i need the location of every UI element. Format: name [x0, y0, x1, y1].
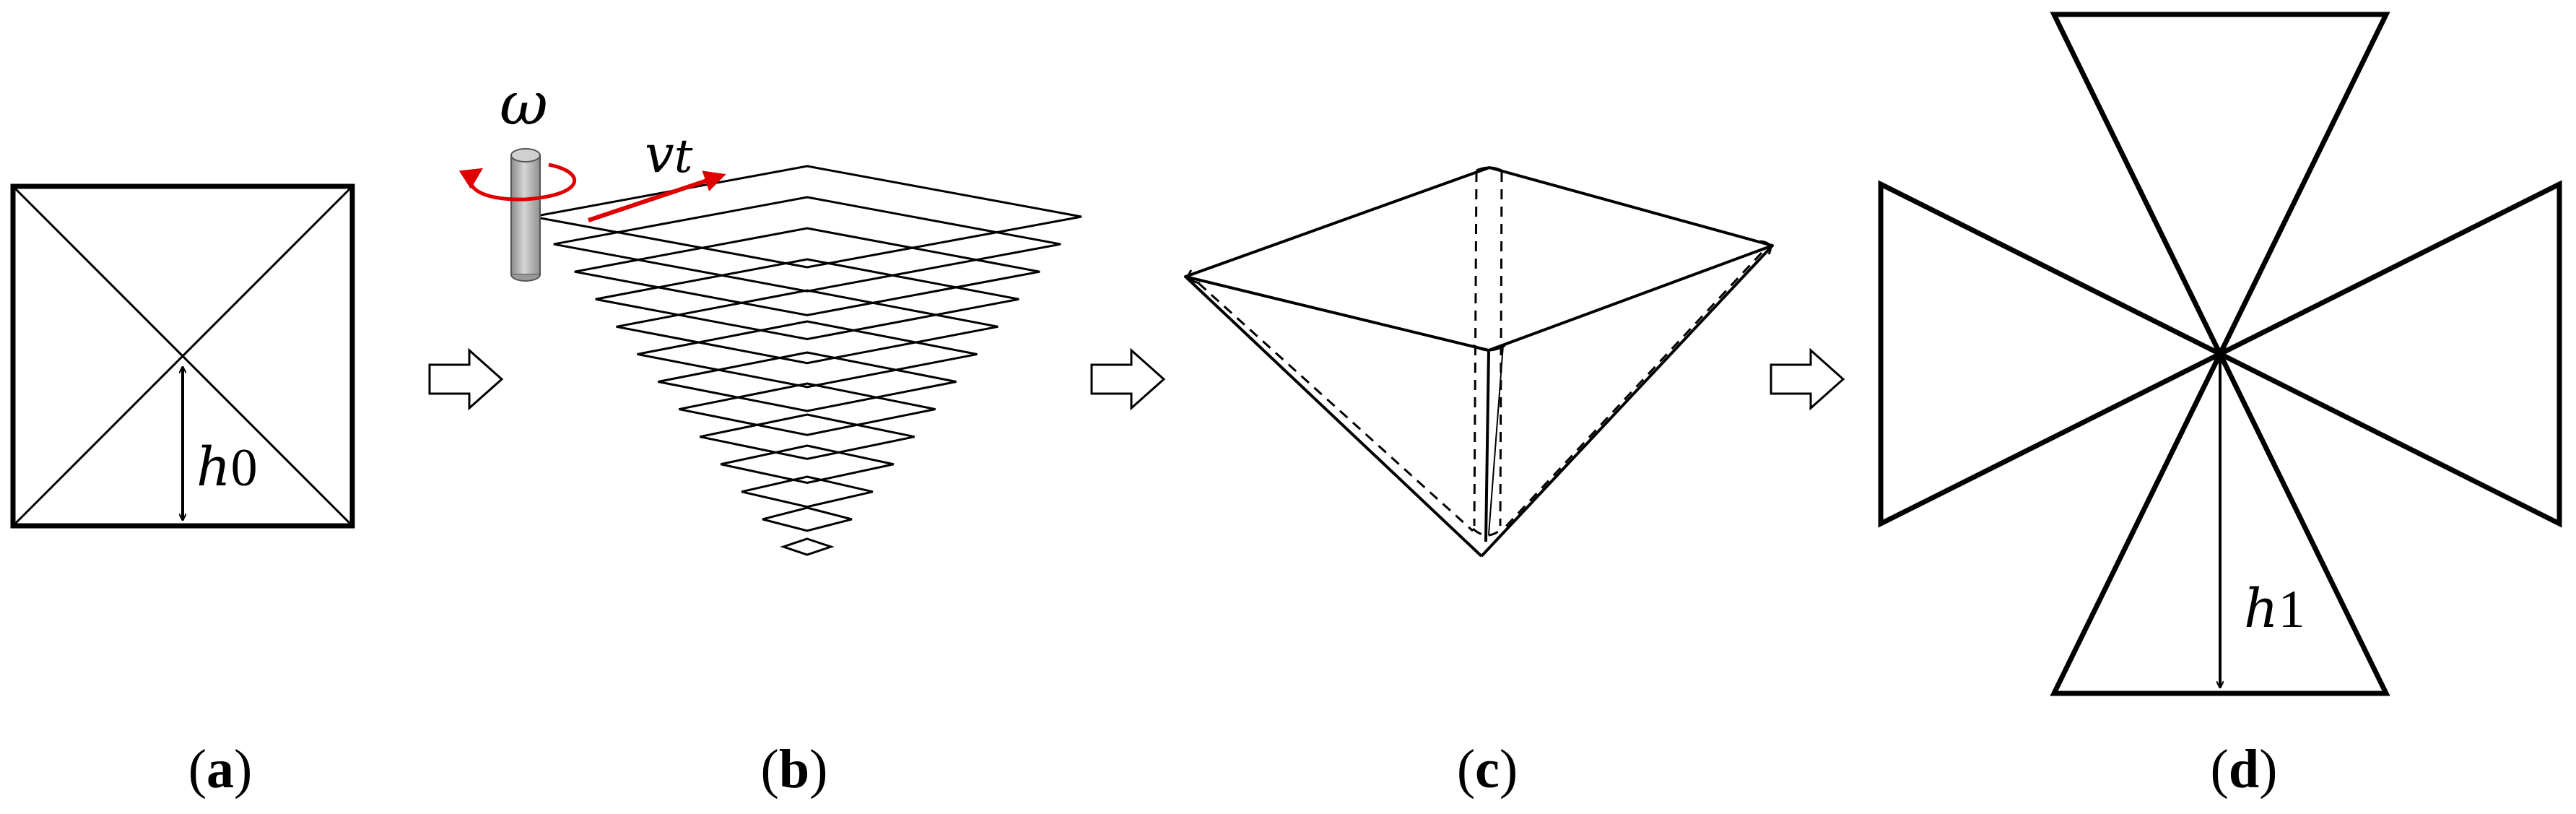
diagonal-line [12, 185, 354, 527]
height-h0-label: h0 [196, 436, 258, 498]
feed-velocity-label: vt [645, 124, 693, 184]
toolpath-contour [595, 258, 1019, 341]
caption-a: (a) [188, 739, 253, 800]
pyramid-edge [1480, 244, 1774, 558]
left-triangle [1878, 180, 2226, 528]
toolpath-contour [532, 165, 1082, 269]
caption-d: (d) [2211, 739, 2278, 800]
panel-c [1184, 166, 1774, 558]
toolpath-contour [637, 320, 978, 389]
pyramid-edge [1484, 350, 1490, 542]
toolpath-contour [679, 382, 936, 436]
toolpath-contour [574, 227, 1040, 316]
panel-b: ω vt [458, 70, 1082, 556]
step-arrow-icon [428, 347, 504, 411]
feed-velocity-arrow [588, 170, 726, 222]
toolpath-contour [553, 196, 1061, 293]
bottom-triangle [2050, 348, 2390, 696]
top-triangle [2050, 12, 2390, 360]
panel-a: h0 [10, 183, 355, 529]
hidden-edges [1197, 171, 1763, 537]
toolpath-contours [532, 165, 1082, 556]
toolpath-contour [616, 289, 998, 365]
pyramid-edge [1488, 345, 1504, 535]
step-arrow-icon [1090, 347, 1166, 411]
panel-d [1878, 12, 2562, 696]
right-triangle [2214, 180, 2562, 528]
toolpath-contour [762, 506, 853, 532]
square-sheet [10, 183, 355, 529]
rotation-arrow-icon [458, 163, 577, 202]
caption-b: (b) [761, 739, 828, 800]
caption-c: (c) [1457, 739, 1518, 800]
forming-tool-icon [510, 148, 541, 282]
omega-label: ω [500, 70, 548, 139]
pyramid-rim [1184, 166, 1774, 352]
step-arrow-icon [1770, 347, 1845, 411]
pyramid-edge [1184, 275, 1483, 558]
height-h1-label: h1 [2244, 578, 2305, 640]
toolpath-contour [700, 413, 915, 460]
toolpath-contour [780, 537, 835, 556]
toolpath-contour [741, 475, 874, 508]
toolpath-contour [658, 351, 957, 412]
toolpath-contour [720, 444, 895, 485]
